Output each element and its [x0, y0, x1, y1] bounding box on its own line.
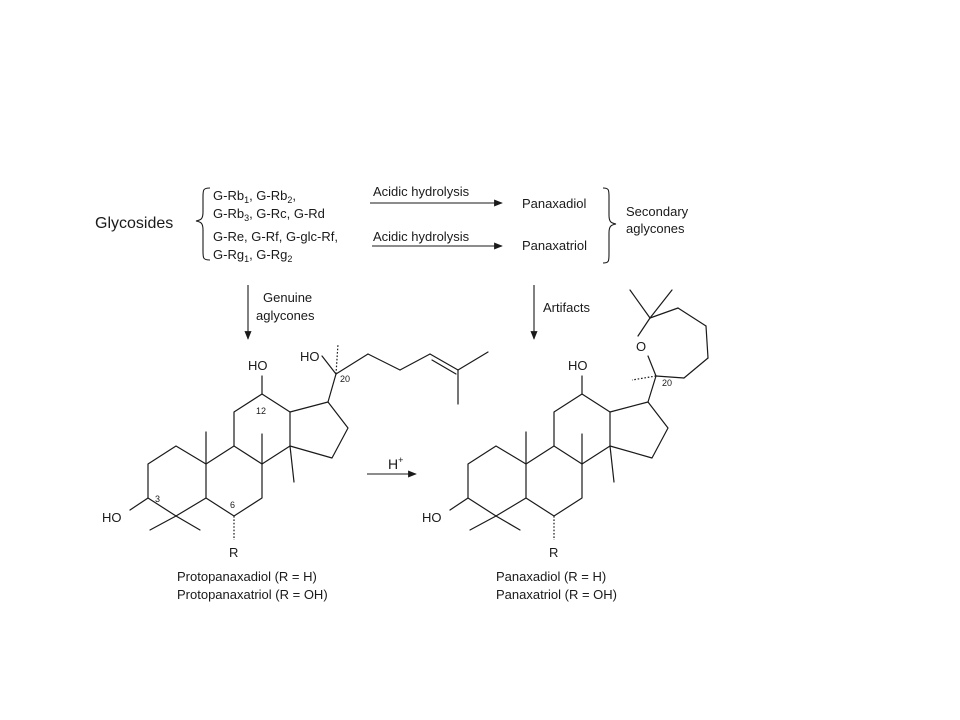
left-r-group: R [229, 545, 238, 560]
left-ho-20: HO [300, 349, 320, 364]
diol-glycosides-line1: G-Rb1, G-Rb2, [213, 188, 296, 205]
left-caption-line2: Protopanaxatriol (R = OH) [177, 587, 328, 602]
artifacts-label: Artifacts [543, 300, 590, 315]
glycosides-brace [195, 187, 211, 261]
left-carbon-12: 12 [256, 406, 266, 416]
left-carbon-3: 3 [155, 494, 160, 504]
left-caption-line1: Protopanaxadiol (R = H) [177, 569, 317, 584]
protopanaxadiol-structure [129, 343, 489, 540]
right-ring-oxygen: O [636, 339, 646, 354]
hydrolysis-label-bottom: Acidic hydrolysis [373, 229, 470, 244]
panaxadiol-structure [449, 289, 709, 540]
right-caption-line2: Panaxatriol (R = OH) [496, 587, 617, 602]
left-ho-12: HO [248, 358, 268, 373]
left-ho-3: HO [102, 510, 122, 525]
left-carbon-20: 20 [340, 374, 350, 384]
glycosides-label: Glycosides [95, 215, 173, 232]
hydrolysis-label-top: Acidic hydrolysis [373, 184, 470, 199]
right-carbon-20: 20 [662, 378, 672, 388]
panaxatriol-label: Panaxatriol [522, 238, 587, 253]
secondary-label-line1: Secondary [626, 204, 689, 219]
panaxadiol-label: Panaxadiol [522, 196, 586, 211]
genuine-label-line2: aglycones [256, 308, 315, 323]
right-caption-line1: Panaxadiol (R = H) [496, 569, 606, 584]
right-ho-3: HO [422, 510, 442, 525]
secondary-label-line2: aglycones [626, 221, 685, 236]
genuine-label-line1: Genuine [263, 290, 312, 305]
right-ho-12: HO [568, 358, 588, 373]
triol-glycosides-line2: G-Rg1, G-Rg2 [213, 247, 292, 264]
right-r-group: R [549, 545, 558, 560]
triol-glycosides-line1: G-Re, G-Rf, G-glc-Rf, [213, 229, 338, 244]
secondary-aglycones-brace [602, 187, 617, 264]
acid-catalyst-label: H+ [388, 455, 403, 472]
left-carbon-6: 6 [230, 500, 235, 510]
diol-glycosides-line2: G-Rb3, G-Rc, G-Rd [213, 206, 325, 223]
